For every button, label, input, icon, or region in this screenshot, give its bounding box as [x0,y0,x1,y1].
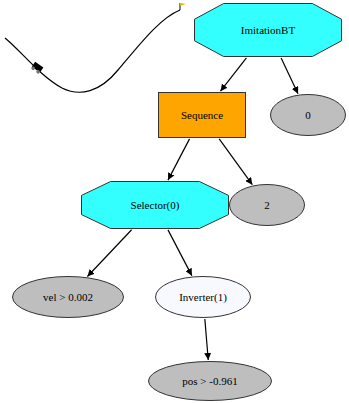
action-ellipse: 0 [270,94,346,136]
illustration-ground [0,0,192,97]
tree-edge [220,58,246,91]
node-label: vel > 0.002 [43,291,93,303]
node-label: ImitationBT [241,24,295,36]
sequence-box: Sequence [158,92,246,138]
tree-edge [281,58,298,94]
node-label: 0 [305,109,311,121]
node-label: Inverter(1) [179,291,227,303]
inverter-ellipse: Inverter(1) [155,276,251,318]
tree-edge [168,139,190,180]
node-label: 2 [264,199,270,211]
action-ellipse: 2 [229,184,305,226]
tree-edge [87,230,131,277]
condition-ellipse: pos > -0.961 [148,361,272,401]
car [30,62,43,75]
mountain-curve [5,10,180,92]
tree-edge [205,319,208,360]
flag [180,3,186,6]
condition-ellipse: vel > 0.002 [12,276,124,318]
root-node: ImitationBT [194,3,342,57]
node-label: Sequence [181,109,223,121]
node-label: Selector(0) [131,199,180,211]
selector-node: Selector(0) [81,181,229,229]
tree-edge [219,139,252,185]
tree-edge [168,230,192,276]
node-label: pos > -0.961 [182,375,237,387]
